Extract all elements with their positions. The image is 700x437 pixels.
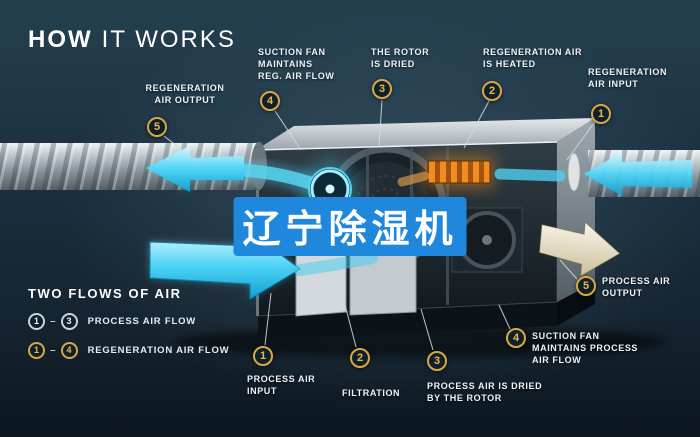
callout-label: SUCTION FAN MAINTAINS PROCESS AIR FLOW (532, 331, 639, 365)
callout-rotor-is-dried: THE ROTOR IS DRIED (371, 47, 429, 71)
callout-filtration: FILTRATION (342, 388, 400, 400)
callout-label: PROCESS AIR INPUT (247, 374, 316, 396)
heated-air-stream (397, 171, 430, 187)
callout-suction-fan-reg: SUCTION FAN MAINTAINS REG. AIR FLOW (258, 47, 334, 83)
callout-regeneration-air-heated: REGENERATION AIR IS HEATED (483, 47, 582, 71)
heater (424, 156, 494, 188)
legend-label: PROCESS AIR FLOW (87, 316, 197, 327)
machine-top (255, 118, 595, 151)
page-title: HOW IT WORKS (28, 26, 236, 54)
callout-process-air-output: PROCESS AIR OUTPUT (602, 276, 670, 300)
badge-4-proc-fan: 4 (506, 328, 526, 348)
legend-badge-end: 3 (60, 313, 78, 330)
legend-row-process: 1 – 3 PROCESS AIR FLOW (28, 313, 229, 330)
process-input-stream (294, 252, 378, 276)
process-output-arrow (538, 221, 621, 278)
legend-dash: – (50, 345, 56, 356)
callout-label: THE ROTOR IS DRIED (371, 47, 430, 69)
legend-dash: – (50, 316, 56, 327)
legend-badge-start: 1 (28, 342, 45, 359)
badge-3-rotor-dried: 3 (372, 79, 392, 99)
legend-label: REGENERATION AIR FLOW (87, 345, 230, 356)
callout-label: REGENERATION AIR IS HEATED (483, 47, 583, 69)
badge-4-reg-fan: 4 (260, 91, 280, 111)
callout-process-air-input: PROCESS AIR INPUT (247, 374, 315, 398)
reg-input-stream (494, 168, 566, 182)
badge-5-reg-output: 5 (147, 117, 167, 137)
duct-connector (567, 152, 581, 192)
legend: TWO FLOWS OF AIR 1 – 3 PROCESS AIR FLOW … (28, 286, 229, 371)
callout-label: REGENERATION AIR OUTPUT (145, 83, 225, 105)
callout-label: FILTRATION (342, 388, 401, 398)
title-it-works: IT WORKS (101, 26, 236, 53)
title-how: HOW (28, 26, 93, 53)
callout-label: PROCESS AIR IS DRIED BY THE ROTOR (427, 381, 543, 403)
callout-process-air-dried: PROCESS AIR IS DRIED BY THE ROTOR (427, 381, 542, 405)
legend-badge-start: 1 (28, 313, 45, 330)
callout-label: REGENERATION AIR INPUT (588, 67, 668, 89)
callout-suction-fan-process: SUCTION FAN MAINTAINS PROCESS AIR FLOW (532, 331, 638, 367)
legend-badge-end: 4 (60, 342, 78, 359)
badge-3-proc-dried: 3 (427, 351, 447, 371)
reg-output-arrow (146, 146, 244, 192)
machine-side (557, 118, 595, 302)
badge-1-reg-input: 1 (591, 104, 611, 124)
callout-label: SUCTION FAN MAINTAINS REG. AIR FLOW (258, 47, 335, 81)
callout-regeneration-air-output: REGENERATION AIR OUTPUT (135, 83, 235, 107)
legend-title: TWO FLOWS OF AIR (28, 286, 182, 301)
legend-row-regeneration: 1 – 4 REGENERATION AIR FLOW (28, 342, 229, 359)
callout-regeneration-air-input: REGENERATION AIR INPUT (588, 67, 667, 91)
callout-label: PROCESS AIR OUTPUT (602, 276, 671, 298)
badge-2-air-heated: 2 (482, 81, 502, 101)
reg-input-arrow (584, 152, 692, 196)
badge-2-filtration: 2 (350, 348, 370, 368)
badge-1-proc-input: 1 (253, 346, 273, 366)
leader-lines (163, 99, 595, 351)
badge-5-proc-output: 5 (576, 276, 596, 296)
watermark-text: 辽宁除湿机 (233, 197, 467, 256)
duct-left (0, 142, 267, 190)
